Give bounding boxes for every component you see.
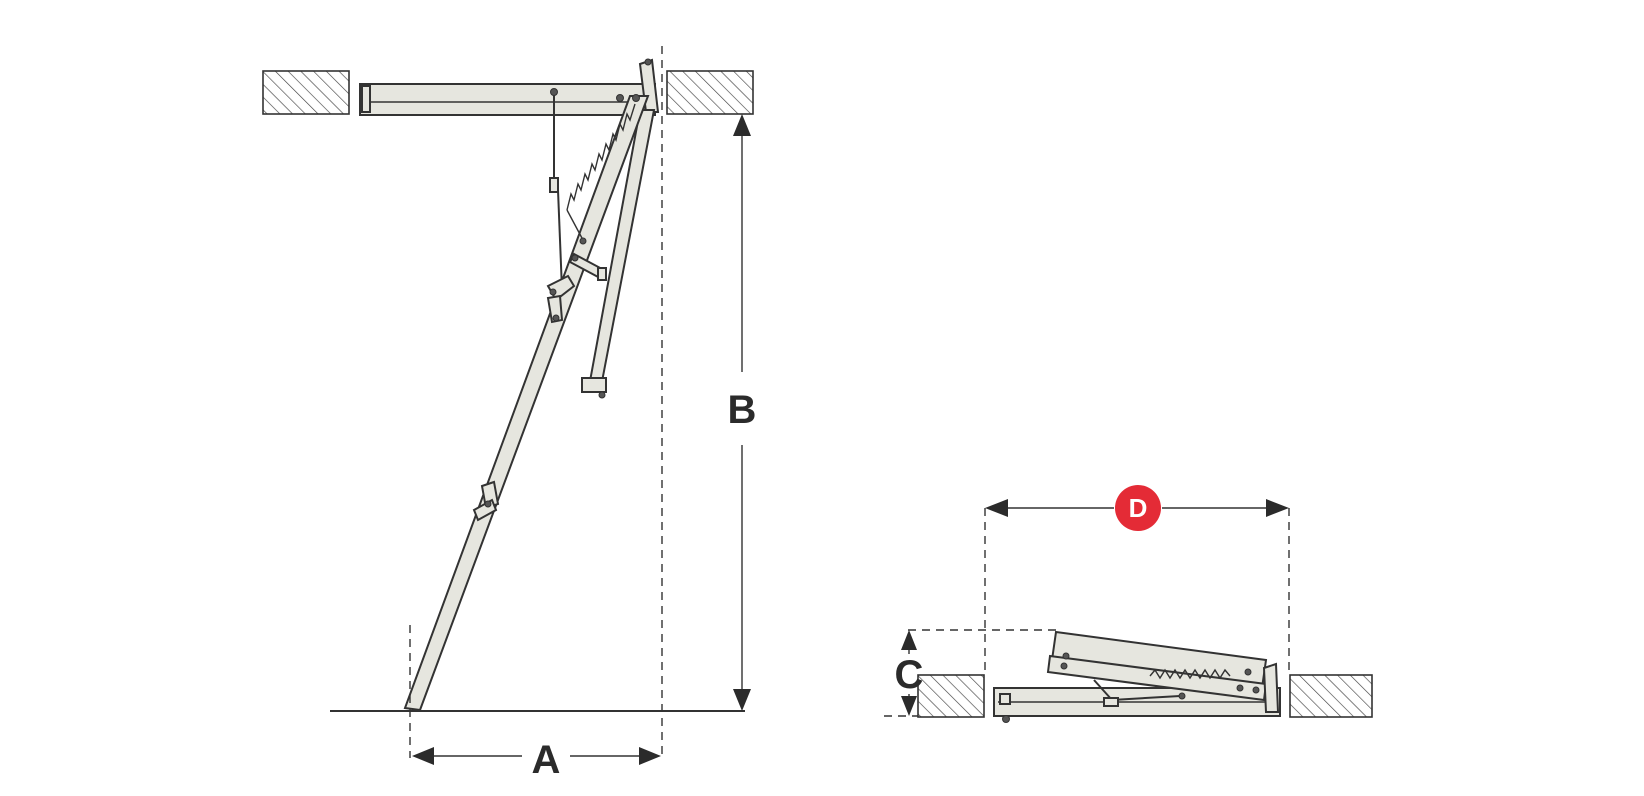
strut-top-pin — [550, 88, 558, 96]
strut-lower — [557, 189, 563, 291]
folded-joint-right-3 — [1252, 686, 1260, 694]
rail-hinge-upper-plate — [546, 294, 564, 324]
folded-ladder-section-bottom — [1046, 654, 1268, 702]
folded-strut-rod — [1111, 695, 1181, 701]
dimension-b-arrow-top — [733, 114, 751, 136]
ceiling-block-left — [262, 70, 350, 115]
spring-link — [566, 209, 584, 241]
dimension-c-label: C — [895, 653, 924, 697]
folded-ceiling-block-left — [917, 674, 985, 718]
main-ladder-rail — [403, 95, 650, 712]
rail-foot-rear — [581, 377, 607, 393]
folded-frame-latch — [999, 693, 1011, 705]
dimension-b: B — [728, 114, 757, 711]
dimension-b-arrow-bottom — [733, 689, 751, 711]
spring-anchor — [579, 237, 587, 245]
ceiling-block-right — [666, 70, 754, 115]
spring-coil — [566, 103, 636, 211]
folded-strut-pin — [1178, 692, 1186, 700]
dimension-a-arrow-left — [412, 747, 434, 765]
dimension-d-label: D — [1129, 493, 1148, 523]
rail-hinge-upper-pin — [549, 288, 557, 296]
folded-joint-left-2 — [1060, 662, 1068, 670]
dimension-c-arrow-bottom — [901, 696, 917, 716]
hatch-frame-end — [361, 85, 371, 113]
folded-strut-foot — [1103, 697, 1119, 707]
dimension-d-badge — [1115, 485, 1161, 531]
rail-hinge-lower-pin — [484, 500, 492, 508]
dimension-d-arrow-right — [1266, 499, 1289, 517]
folded-joint-right-2 — [1236, 684, 1244, 692]
unfolded-ladder-view: B A — [262, 46, 757, 782]
dimension-a-arrow-right — [639, 747, 661, 765]
top-joint-2 — [616, 94, 624, 102]
dimension-c: C — [895, 630, 924, 716]
dimension-c-arrow-top — [901, 630, 917, 650]
hatch-frame — [359, 83, 656, 116]
rail-foot-pin — [598, 391, 606, 399]
folded-hinge-bracket — [1262, 662, 1280, 713]
dimension-a: A — [412, 738, 661, 782]
dimension-d-arrow-left — [985, 499, 1008, 517]
folded-ceiling-block-right — [1289, 674, 1373, 718]
folded-spring-coil — [1149, 668, 1231, 680]
dimension-d: D — [985, 485, 1289, 531]
dimension-a-label: A — [532, 738, 561, 782]
folded-joint-left-1 — [1062, 652, 1070, 660]
folded-ladder-view: D C — [884, 485, 1373, 723]
folded-strut-arm — [1093, 679, 1113, 701]
hinge-pin — [644, 58, 652, 66]
connecting-arm-end — [597, 267, 607, 281]
strut-sleeve — [549, 177, 559, 193]
dimension-b-label: B — [728, 388, 757, 432]
top-joint-1 — [632, 94, 640, 102]
connecting-arm-pin — [571, 254, 579, 262]
folded-frame-handle — [1002, 715, 1010, 723]
rail-hinge-upper-pin-2 — [552, 314, 560, 322]
folded-joint-right-1 — [1244, 668, 1252, 676]
